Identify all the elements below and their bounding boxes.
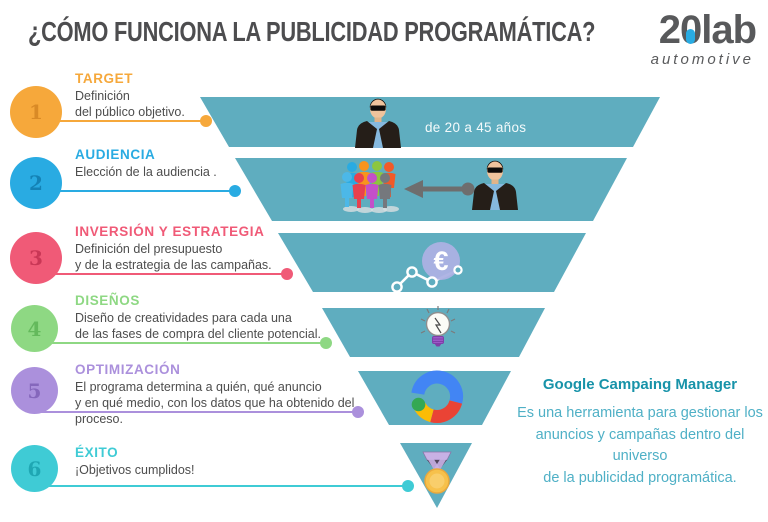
step-6-number-badge: 6 [11, 445, 58, 492]
step-1-number-badge: 1 [10, 86, 62, 138]
step-4-number-badge: 4 [11, 305, 58, 352]
step-5-title: OPTIMIZACIÓN [75, 362, 181, 377]
step-1-desc-line-2: del público objetivo. [75, 105, 185, 119]
google-note: Google Campaing Manager Es una herramien… [512, 376, 768, 489]
audience-crowd-arrow-icon [340, 160, 518, 213]
step-2-connector-dot [229, 185, 241, 197]
step-optimizacion: OPTIMIZACIÓN El programa determina a qui… [75, 362, 405, 427]
step-2-desc-line-1: Elección de la audiencia . [75, 165, 217, 179]
brand-logo-wordmark: 2 0 lab [658, 8, 757, 52]
page-title: ¿CÓMO FUNCIONA LA PUBLICIDAD PROGRAMÁTIC… [28, 16, 596, 47]
step-3-desc-line-1: Definición del presupuesto [75, 242, 223, 256]
step-6-desc-line-1: ¡Objetivos cumplidos! [75, 463, 195, 477]
step-5-connector [40, 406, 364, 418]
step-6-connector-dot [402, 480, 414, 492]
step-2-title: AUDIENCIA [75, 147, 156, 162]
step-1-title: TARGET [75, 71, 134, 86]
step-1-connector [40, 115, 212, 127]
step-4-desc-line-1: Diseño de creatividades para cada una [75, 311, 292, 325]
google-note-title: Google Campaing Manager [542, 376, 738, 393]
euro-symbol: € [433, 246, 448, 276]
logo-flask-fill-icon [686, 29, 696, 44]
step-4-title: DISEÑOS [75, 293, 140, 308]
euro-growth-chart-icon: € [391, 242, 463, 293]
funnel-band-5 [358, 371, 511, 425]
funnel-band-1-label: de 20 a 45 años [425, 120, 526, 135]
step-3-connector [40, 268, 293, 280]
logo-digit-2: 2 [658, 8, 681, 52]
step-2-connector [40, 185, 241, 197]
logo-word-lab: lab [701, 8, 757, 52]
step-3-connector-dot [281, 268, 293, 280]
brand-logo: 2 0 lab automotive [650, 8, 757, 68]
brand-logo-tagline: automotive [650, 51, 754, 68]
step-disenos: DISEÑOS Diseño de creatividades para cad… [75, 293, 405, 342]
step-target: TARGET Definición del público objetivo. [75, 71, 405, 120]
logo-digit-0: 0 [680, 10, 702, 50]
step-1-desc-line-1: Definición [75, 89, 130, 103]
funnel-band-1 [200, 97, 660, 147]
step-inversion-estrategia: INVERSIÓN Y ESTRATEGIA Definición del pr… [75, 224, 405, 273]
step-exito: ÉXITO ¡Objetivos cumplidos! [75, 445, 405, 478]
step-3-desc-line-2: y de la estrategia de las campañas. [75, 258, 272, 272]
step-3-title: INVERSIÓN Y ESTRATEGIA [75, 224, 265, 239]
step-4-desc-line-2: de las fases de compra del cliente poten… [75, 327, 321, 341]
step-3-number-badge: 3 [10, 232, 62, 284]
google-note-line-2: anuncios y campañas dentro del universo [535, 426, 745, 465]
step-5-connector-dot [352, 406, 364, 418]
step-6-title: ÉXITO [75, 445, 119, 460]
step-5-desc-line-1: El programa determina a quién, qué anunc… [75, 380, 322, 394]
lightbulb-icon [420, 306, 456, 347]
step-audiencia: AUDIENCIA Elección de la audiencia . [75, 147, 405, 180]
step-4-connector [40, 337, 332, 349]
step-5-desc-line-2: y en qué medio, con los datos que ha obt… [75, 396, 355, 426]
google-note-line-1: Es una herramienta para gestionar los [517, 405, 763, 421]
google-note-line-3: de la publicidad programática. [543, 469, 737, 486]
step-2-number-badge: 2 [10, 157, 62, 209]
medal-icon [422, 451, 452, 494]
step-4-connector-dot [320, 337, 332, 349]
step-1-connector-dot [200, 115, 212, 127]
step-5-number-badge: 5 [11, 367, 58, 414]
google-campaign-manager-icon [411, 370, 464, 423]
step-6-connector [40, 480, 414, 492]
